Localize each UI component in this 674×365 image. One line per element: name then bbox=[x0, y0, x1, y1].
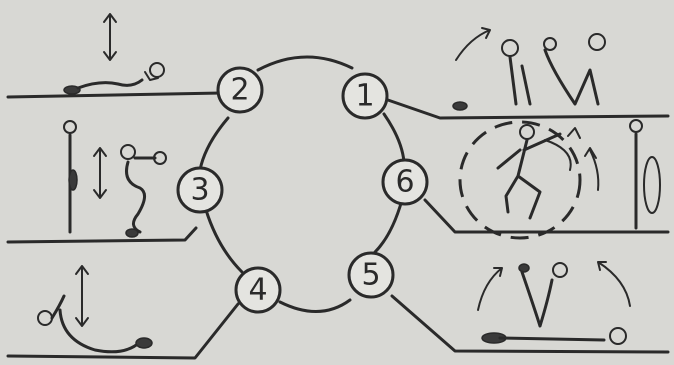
jump-head bbox=[519, 124, 535, 140]
ring-top bbox=[256, 55, 354, 72]
squat-feet bbox=[125, 228, 139, 238]
squat-body bbox=[125, 156, 157, 234]
station-4-circle bbox=[234, 266, 282, 314]
figure-2-body bbox=[543, 48, 600, 106]
station-1-circle bbox=[341, 72, 389, 120]
station-1: 1 bbox=[341, 72, 389, 120]
ring-right-bottom bbox=[373, 198, 404, 254]
exercise-2-figure bbox=[63, 13, 165, 95]
floor-line-1 bbox=[383, 97, 670, 120]
legs-feet bbox=[518, 263, 530, 273]
station-3-label: 3 bbox=[190, 173, 209, 208]
exercise-5-figure bbox=[477, 261, 631, 345]
exercise-1-figure bbox=[452, 27, 606, 111]
jump-body bbox=[496, 132, 562, 220]
standing-arm bbox=[643, 156, 661, 214]
station-2: 2 bbox=[216, 66, 264, 114]
station-4: 4 bbox=[234, 266, 282, 314]
floor-line-6 bbox=[423, 198, 670, 234]
curved-arrow-icon bbox=[477, 267, 503, 311]
standing-head bbox=[629, 119, 643, 133]
floor-line-4 bbox=[6, 302, 240, 360]
rotation-circle bbox=[458, 120, 582, 240]
figure-1-head bbox=[501, 39, 519, 57]
figure-right-head bbox=[609, 327, 627, 345]
ring-left-top bbox=[198, 116, 230, 172]
double-arrow-icon bbox=[93, 147, 107, 199]
double-arrow-icon bbox=[75, 265, 89, 327]
station-2-circle bbox=[216, 66, 264, 114]
figure-body bbox=[76, 78, 144, 90]
station-6-circle bbox=[381, 158, 429, 206]
station-5: 5 bbox=[347, 251, 395, 299]
double-arrow-icon bbox=[103, 13, 117, 61]
situp-feet bbox=[135, 337, 153, 349]
standing-arm bbox=[68, 169, 78, 191]
floor-lines bbox=[6, 91, 670, 360]
mat bbox=[498, 336, 606, 342]
legs-head bbox=[552, 262, 568, 278]
situp-body bbox=[50, 294, 142, 354]
figure-feet bbox=[63, 85, 81, 95]
station-6-label: 6 bbox=[395, 165, 414, 200]
figure-2-head bbox=[543, 37, 557, 51]
circuit-ring bbox=[198, 55, 406, 313]
floor-line-5 bbox=[390, 294, 670, 354]
situp-head bbox=[37, 310, 53, 326]
ring-bottom bbox=[278, 298, 352, 313]
ring-right-top bbox=[382, 112, 406, 164]
exercise-6-figure bbox=[458, 119, 661, 240]
floor-line-3 bbox=[6, 226, 198, 244]
curved-arrow-icon bbox=[455, 27, 491, 61]
exercise-3-figure bbox=[63, 120, 167, 238]
station-3: 3 bbox=[176, 166, 224, 214]
curved-arrow-icon bbox=[597, 261, 631, 307]
ring-left-bottom bbox=[204, 208, 244, 274]
station-3-circle bbox=[176, 166, 224, 214]
standing-head bbox=[63, 120, 77, 134]
station-4-label: 4 bbox=[248, 273, 267, 308]
curved-arrow-icon bbox=[584, 147, 600, 191]
legs-body bbox=[520, 270, 554, 328]
curved-arrow-icon bbox=[544, 127, 581, 171]
figure-3-head bbox=[588, 33, 606, 51]
floor-line-2 bbox=[6, 91, 224, 99]
figure-arm bbox=[144, 71, 159, 81]
figure-1-body bbox=[508, 55, 532, 106]
station-5-label: 5 bbox=[361, 258, 380, 293]
figure-1-base bbox=[452, 101, 468, 111]
exercise-4-figure bbox=[37, 265, 153, 354]
station-1-label: 1 bbox=[355, 79, 374, 114]
station-6: 6 bbox=[381, 158, 429, 206]
figure-head bbox=[149, 62, 165, 78]
station-5-circle bbox=[347, 251, 395, 299]
station-2-label: 2 bbox=[230, 73, 249, 108]
squat-head bbox=[120, 144, 136, 160]
